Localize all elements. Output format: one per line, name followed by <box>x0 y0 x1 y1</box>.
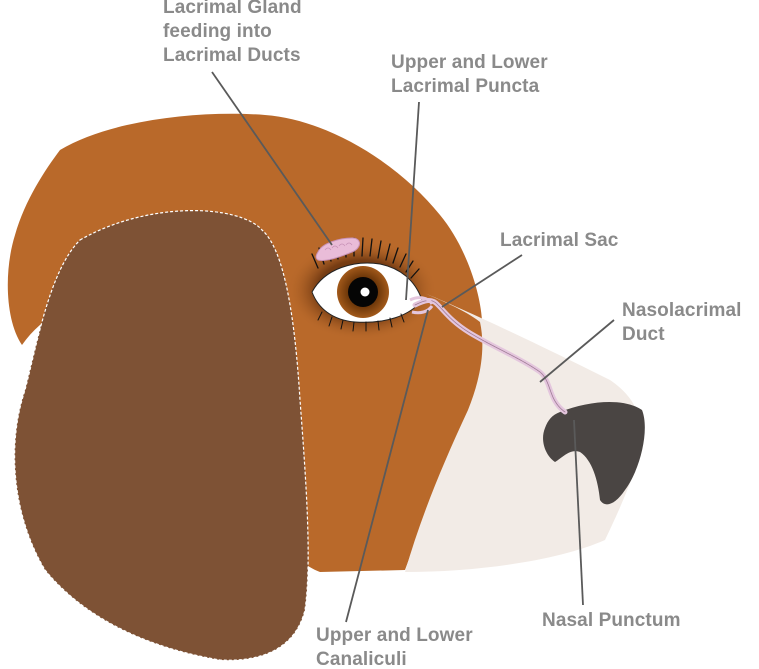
label-nasolacrimal-line2: Duct <box>622 324 665 345</box>
label-lacrimal-gland-line1: Lacrimal Gland <box>163 0 302 18</box>
leader-sac <box>441 254 523 308</box>
label-puncta-line2: Lacrimal Puncta <box>391 76 540 97</box>
eye-highlight <box>360 287 370 297</box>
label-lacrimal-gland-line2: feeding into <box>163 21 272 42</box>
label-puncta: Upper and Lower Lacrimal Puncta <box>391 51 548 99</box>
leader-lines <box>211 71 615 623</box>
label-nasal-punctum: Nasal Punctum <box>542 609 681 633</box>
label-canaliculi: Upper and Lower Canaliculi <box>316 624 473 669</box>
leader-gland <box>211 71 333 246</box>
label-lacrimal-sac-line1: Lacrimal Sac <box>500 230 619 251</box>
nasolacrimal-duct-outline <box>414 300 566 413</box>
lacrimal-gland <box>315 237 360 261</box>
label-lacrimal-sac: Lacrimal Sac <box>500 229 618 253</box>
label-lacrimal-gland-line3: Lacrimal Ducts <box>163 45 301 66</box>
nose-shape <box>543 401 645 505</box>
leader-puncta <box>405 101 420 301</box>
canaliculi <box>409 296 434 315</box>
leader-nasolacrimal <box>539 319 615 383</box>
label-nasolacrimal-line1: Nasolacrimal <box>622 300 742 321</box>
label-nasal-punctum-line1: Nasal Punctum <box>542 610 681 631</box>
muzzle-shape <box>405 292 642 572</box>
label-canaliculi-line1: Upper and Lower <box>316 625 473 646</box>
ear-shape <box>13 210 309 661</box>
label-lacrimal-gland: Lacrimal Gland feeding into Lacrimal Duc… <box>163 0 302 68</box>
label-nasolacrimal-duct: Nasolacrimal Duct <box>622 299 742 347</box>
leader-nasal-punctum <box>573 419 584 606</box>
leader-canaliculi <box>345 309 429 623</box>
label-canaliculi-line2: Canaliculi <box>316 649 407 669</box>
lower-eyelashes <box>317 311 405 332</box>
label-puncta-line1: Upper and Lower <box>391 52 548 73</box>
